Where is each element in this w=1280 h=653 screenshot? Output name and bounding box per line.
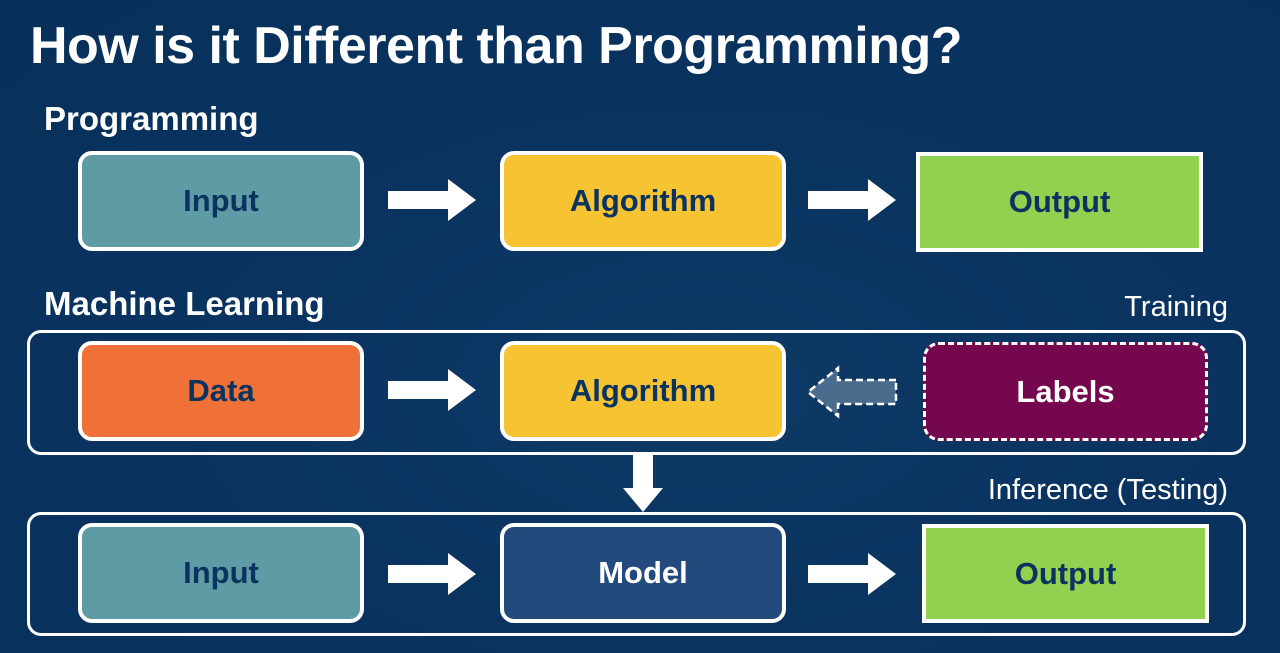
- machine-learning-section-label: Machine Learning: [44, 285, 325, 322]
- programming-arrow-1-icon: [388, 179, 476, 221]
- inference-container: [27, 512, 1246, 636]
- programming-arrow-2-icon: [808, 179, 896, 221]
- inference-model-label: Model: [598, 555, 688, 590]
- slide-title: How is it Different than Programming?: [30, 17, 963, 75]
- training-data-node: Data: [78, 341, 364, 441]
- training-labels-node: Labels: [923, 342, 1208, 441]
- training-container: [27, 330, 1246, 455]
- inference-arrow-2-icon: [808, 553, 896, 595]
- programming-output-node: Output: [916, 152, 1203, 252]
- training-label: Training: [1124, 291, 1228, 323]
- programming-section-label: Programming: [44, 100, 259, 137]
- inference-input-node: Input: [78, 523, 364, 623]
- inference-arrow-1-icon: [388, 553, 476, 595]
- training-arrow-icon: [388, 369, 476, 411]
- programming-algorithm-node: Algorithm: [500, 151, 786, 251]
- inference-label: Inference (Testing): [987, 474, 1228, 506]
- algorithm-to-model-arrow-icon: [623, 455, 663, 512]
- training-labels-label: Labels: [1016, 373, 1115, 409]
- inference-input-label: Input: [183, 555, 259, 590]
- training-algorithm-node: Algorithm: [500, 341, 786, 441]
- inference-model-node: Model: [500, 523, 786, 623]
- training-algorithm-label: Algorithm: [569, 373, 717, 408]
- labels-dashed-arrow-icon: [805, 365, 898, 419]
- programming-input-node: Input: [78, 151, 364, 251]
- training-data-label: Data: [187, 373, 255, 408]
- inference-output-label: Output: [1014, 555, 1117, 591]
- programming-input-label: Input: [183, 183, 259, 218]
- programming-algorithm-label: Algorithm: [569, 183, 717, 218]
- programming-output-label: Output: [1008, 184, 1111, 219]
- inference-output-node: Output: [922, 524, 1209, 623]
